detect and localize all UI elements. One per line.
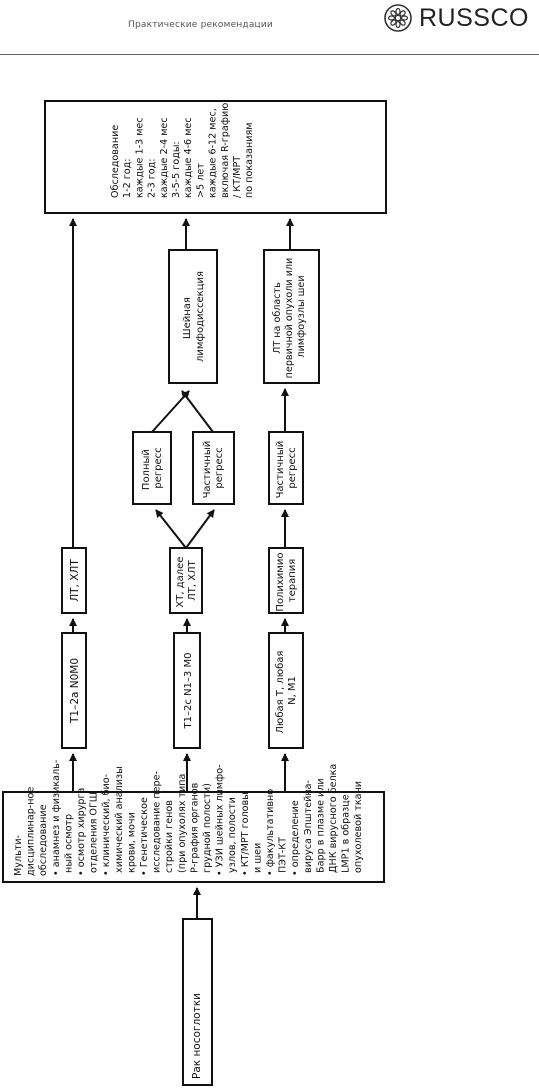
exam-line: • определение — [290, 800, 301, 876]
treatment1-label: ЛТ, ХЛТ — [69, 559, 81, 602]
dissection-line2: лимфодиссекция — [195, 271, 206, 362]
exam-line: Р-графия органов — [189, 782, 200, 876]
flower-icon — [384, 4, 412, 32]
stage2-box — [173, 632, 201, 749]
stage3-label: Любая T, любая N, M1 — [275, 647, 298, 733]
followup-line: >5 лет — [195, 163, 206, 198]
followup-line: каждые 4-6 мес — [183, 117, 194, 198]
exam-line: вируса Эпштейна- — [303, 780, 314, 876]
treatment2-line2: ЛТ, ХЛТ — [187, 559, 198, 600]
header-caption: Практические рекомендации — [128, 20, 273, 30]
exam-line: Мульти- — [13, 835, 24, 876]
exam-line: отделения ОГШ — [89, 792, 100, 876]
radiotherapy-line1: ЛТ на область — [272, 282, 283, 354]
exam-line: обследование — [38, 804, 49, 876]
exam-line: • КТ/МРТ головы — [240, 792, 251, 876]
partial-regress2-label: Частичный регресс — [202, 438, 225, 499]
exam-line: • клинический, био- — [101, 774, 112, 876]
treatment3-label: Полихимио терапия — [275, 549, 298, 611]
radiotherapy-line2: первичной опухоли или — [284, 258, 295, 379]
partial2-line2: регресс — [214, 447, 225, 488]
followup-line: каждые 2-4 мес — [159, 117, 170, 198]
followup-line: 3-5-5 годы: — [171, 141, 182, 198]
exam-line: стройки генов — [164, 800, 175, 876]
radiotherapy-line3: лимфоузлы шеи — [296, 275, 307, 357]
partial-regress3-box — [268, 431, 304, 505]
exam-line: LMP1 в образце — [341, 794, 352, 876]
followup-box — [44, 100, 387, 214]
complete-line2: регресс — [153, 447, 164, 488]
stage2-label: T1–2c N1–3 M0 — [183, 653, 194, 730]
header-divider — [0, 54, 539, 55]
followup-line: Обследование — [110, 125, 121, 198]
exam-box — [2, 791, 385, 883]
treatment3-line2: терапия — [287, 559, 298, 603]
exam-line: грудной полости) — [202, 783, 213, 876]
logo-wordmark: RUSSCO — [419, 4, 529, 32]
radiotherapy-label: ЛТ на область первичной опухоли или лимф… — [272, 255, 307, 379]
exam-line: узлов, полости — [227, 797, 238, 876]
svg-text:Обследование1-2 год:каждые 1-3: Обследование1-2 год:каждые 1-3 мес2-3 го… — [110, 103, 255, 198]
treatment3-line1: Полихимио — [275, 553, 286, 612]
neck-dissection-label: Шейная лимфодиссекция — [182, 271, 206, 362]
partial2-line1: Частичный — [202, 441, 213, 499]
stage3-box — [268, 632, 304, 749]
stage3-line2: N, M1 — [287, 676, 298, 705]
start-label: Рак носоглотки — [191, 993, 203, 1079]
exam-line: • осмотр хирурга — [76, 788, 87, 876]
followup-line: 2-3 год: — [147, 159, 158, 199]
complete-line1: Полный — [141, 449, 152, 490]
treatment1-box — [61, 547, 87, 614]
followup-line: каждые 6-12 мес, — [208, 108, 219, 198]
exam-line: ный осмотр — [63, 814, 74, 876]
arrows — [69, 218, 294, 919]
complete-regress-box — [132, 431, 172, 505]
followup-text: Обследование1-2 год:каждые 1-3 мес2-3 го… — [110, 103, 255, 198]
partial3-line2: регресс — [287, 447, 298, 488]
treatment2-line1: ХТ, далее — [175, 557, 186, 608]
followup-line: включая R-графию — [220, 103, 231, 198]
treatment2-label: ХТ, далее ЛТ, ХЛТ — [175, 553, 198, 607]
followup-line: / КТ/МРТ — [232, 156, 243, 198]
stage1-label: T1–2a N0M0 — [69, 658, 81, 724]
stage3-line1: Любая T, любая — [275, 651, 286, 734]
exam-line: опухолевой ткани — [353, 781, 364, 876]
start-box — [182, 918, 213, 1086]
exam-line: дисциплинар-ное — [26, 787, 37, 876]
exam-line: химический анализы — [114, 766, 125, 876]
followup-line: каждые 1-3 мес — [134, 117, 145, 198]
exam-line: ДНК вирусного белка — [328, 764, 339, 876]
radiotherapy-box — [263, 249, 320, 384]
exam-line: • факультативно — [265, 789, 276, 876]
partial-regress2-box — [192, 431, 235, 505]
partial-regress3-label: Частичный регресс — [275, 438, 298, 499]
exam-line: • УЗИ шейных лимфо- — [215, 764, 226, 876]
dissection-line1: Шейная — [182, 297, 193, 339]
complete-regress-label: Полный регресс — [141, 446, 164, 490]
followup-line: по показаниям — [244, 122, 255, 198]
exam-line: • анамнез и физикаль- — [51, 760, 62, 876]
exam-line: • Генетическое — [139, 797, 150, 876]
exam-line: ПЭТ-КТ — [278, 837, 289, 876]
treatment3-box — [268, 547, 304, 614]
followup-line: 1-2 год: — [122, 159, 133, 199]
exam-line: (при опухолях типа — [177, 774, 188, 876]
neck-dissection-box — [168, 249, 218, 384]
partial3-line1: Частичный — [275, 441, 286, 499]
exam-line: исследование пере- — [152, 771, 163, 876]
exam-line: крови, мочи — [126, 812, 137, 876]
exam-line: и шеи — [252, 843, 263, 876]
exam-line: Барр в плазме или — [315, 778, 326, 876]
